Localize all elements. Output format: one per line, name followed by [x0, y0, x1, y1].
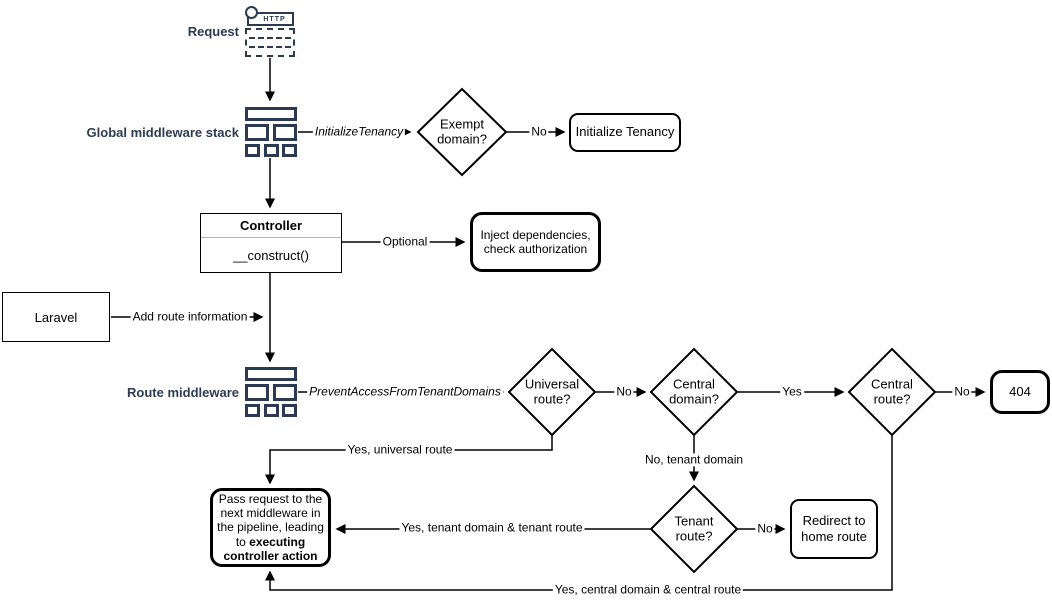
- pass-request-box: Pass request to the next middleware in t…: [210, 488, 331, 567]
- http-request-icon: HTTP: [244, 6, 297, 58]
- http-request-body: [245, 28, 295, 57]
- redirect-home-box: Redirect to home route: [790, 499, 878, 559]
- edge-label-no: No: [952, 384, 972, 399]
- pass-request-bold-text: executing controller action: [223, 534, 318, 564]
- route-middleware-label: Route middleware: [127, 385, 239, 400]
- middleware-stack-icon: [245, 367, 297, 417]
- edge-label-yes: Yes: [780, 384, 804, 399]
- controller-box: Controller __construct(): [200, 213, 342, 273]
- edge-label-yes-universal-route: Yes, universal route: [345, 442, 455, 457]
- universal-route-diamond: [507, 347, 597, 437]
- 404-box: 404: [990, 370, 1050, 414]
- edge-label-no: No: [614, 384, 634, 399]
- central-route-diamond: [847, 347, 937, 437]
- laravel-box: Laravel: [2, 292, 110, 342]
- edge-label-yes-tenant-domain-route: Yes, tenant domain & tenant route: [399, 520, 585, 535]
- edge-label-yes-central-domain-route: Yes, central domain & central route: [552, 582, 744, 597]
- pass-request-text: Pass request to the next middleware in t…: [217, 491, 324, 564]
- http-dash-row: [249, 37, 291, 39]
- request-label: Request: [187, 24, 239, 39]
- universal-route-label: Universal route?: [524, 376, 580, 407]
- edge-label-initialize-tenancy: InitializeTenancy: [312, 124, 406, 139]
- central-domain-diamond: [649, 347, 739, 437]
- edge-label-no: No: [529, 124, 549, 139]
- http-request-bar: HTTP: [247, 12, 294, 26]
- exempt-domain-label: Exempt domain?: [437, 116, 487, 147]
- middleware-stack-icon: [245, 107, 297, 157]
- controller-construct: __construct(): [233, 247, 309, 263]
- edge-label-prevent-access: PreventAccessFromTenantDomains: [307, 384, 503, 399]
- edge-label-no-tenant-domain: No, tenant domain: [642, 452, 746, 467]
- global-middleware-stack-label: Global middleware stack: [86, 125, 239, 140]
- edge-label-no: No: [755, 521, 775, 536]
- exempt-domain-diamond: [416, 87, 508, 177]
- central-route-label: Central route?: [871, 376, 913, 407]
- central-domain-label: Central domain?: [669, 376, 719, 407]
- tenant-route-diamond: [649, 484, 739, 574]
- edge-label-add-route-information: Add route information: [130, 309, 250, 324]
- http-request-circle-icon: [245, 6, 258, 19]
- edge-label-optional: Optional: [380, 234, 430, 249]
- http-dash-row: [249, 46, 291, 48]
- tenant-route-label: Tenant route?: [674, 513, 714, 544]
- controller-title: Controller: [201, 214, 341, 238]
- inject-dependencies-box: Inject dependencies, check authorization: [470, 212, 601, 272]
- initialize-tenancy-box: Initialize Tenancy: [569, 113, 681, 152]
